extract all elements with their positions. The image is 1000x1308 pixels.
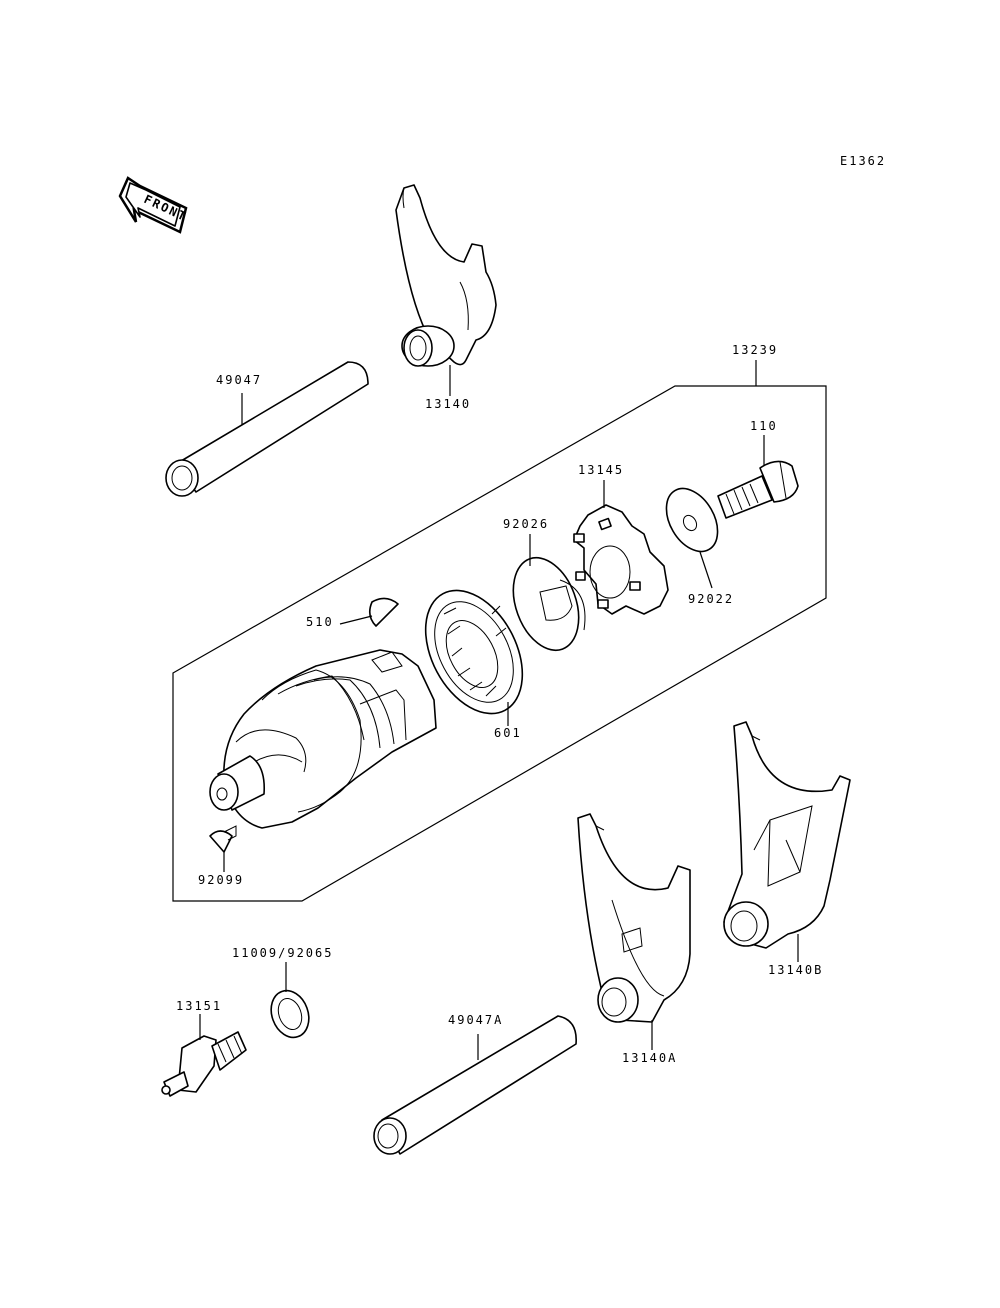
gasket-11009-92065 [270, 989, 310, 1039]
neutral-switch-13151 [161, 1031, 247, 1097]
label-110: 110 [750, 419, 778, 433]
shift-drum [209, 649, 437, 829]
label-92099: 92099 [198, 873, 244, 887]
label-510: 510 [306, 615, 334, 629]
cam-plate-13145 [573, 504, 669, 615]
bolt-110 [717, 460, 799, 519]
label-49047: 49047 [216, 373, 262, 387]
label-92022: 92022 [688, 592, 734, 606]
bearing-601 [424, 589, 524, 715]
label-13145: 13145 [578, 463, 624, 477]
label-49047A: 49047A [448, 1013, 503, 1027]
label-13140B: 13140B [768, 963, 823, 977]
label-92026: 92026 [503, 517, 549, 531]
ref-code: E1362 [840, 154, 886, 168]
shift-fork-13140A [577, 813, 691, 1023]
label-13140A: 13140A [622, 1051, 677, 1065]
shift-fork-13140 [395, 184, 497, 367]
label-13140: 13140 [425, 397, 471, 411]
shaft-49047 [165, 361, 369, 497]
front-arrow-icon: FRONT [118, 176, 189, 234]
shift-fork-13140B [723, 721, 851, 949]
label-13151: 13151 [176, 999, 222, 1013]
key-510 [368, 597, 399, 627]
pin-92099 [209, 825, 237, 853]
assembly-13239-box [172, 385, 827, 902]
washer-92022 [665, 487, 719, 553]
label-13239: 13239 [732, 343, 778, 357]
shaft-49047A [373, 1015, 577, 1155]
label-11009-92065: 11009/92065 [232, 946, 333, 960]
label-601: 601 [494, 726, 522, 740]
